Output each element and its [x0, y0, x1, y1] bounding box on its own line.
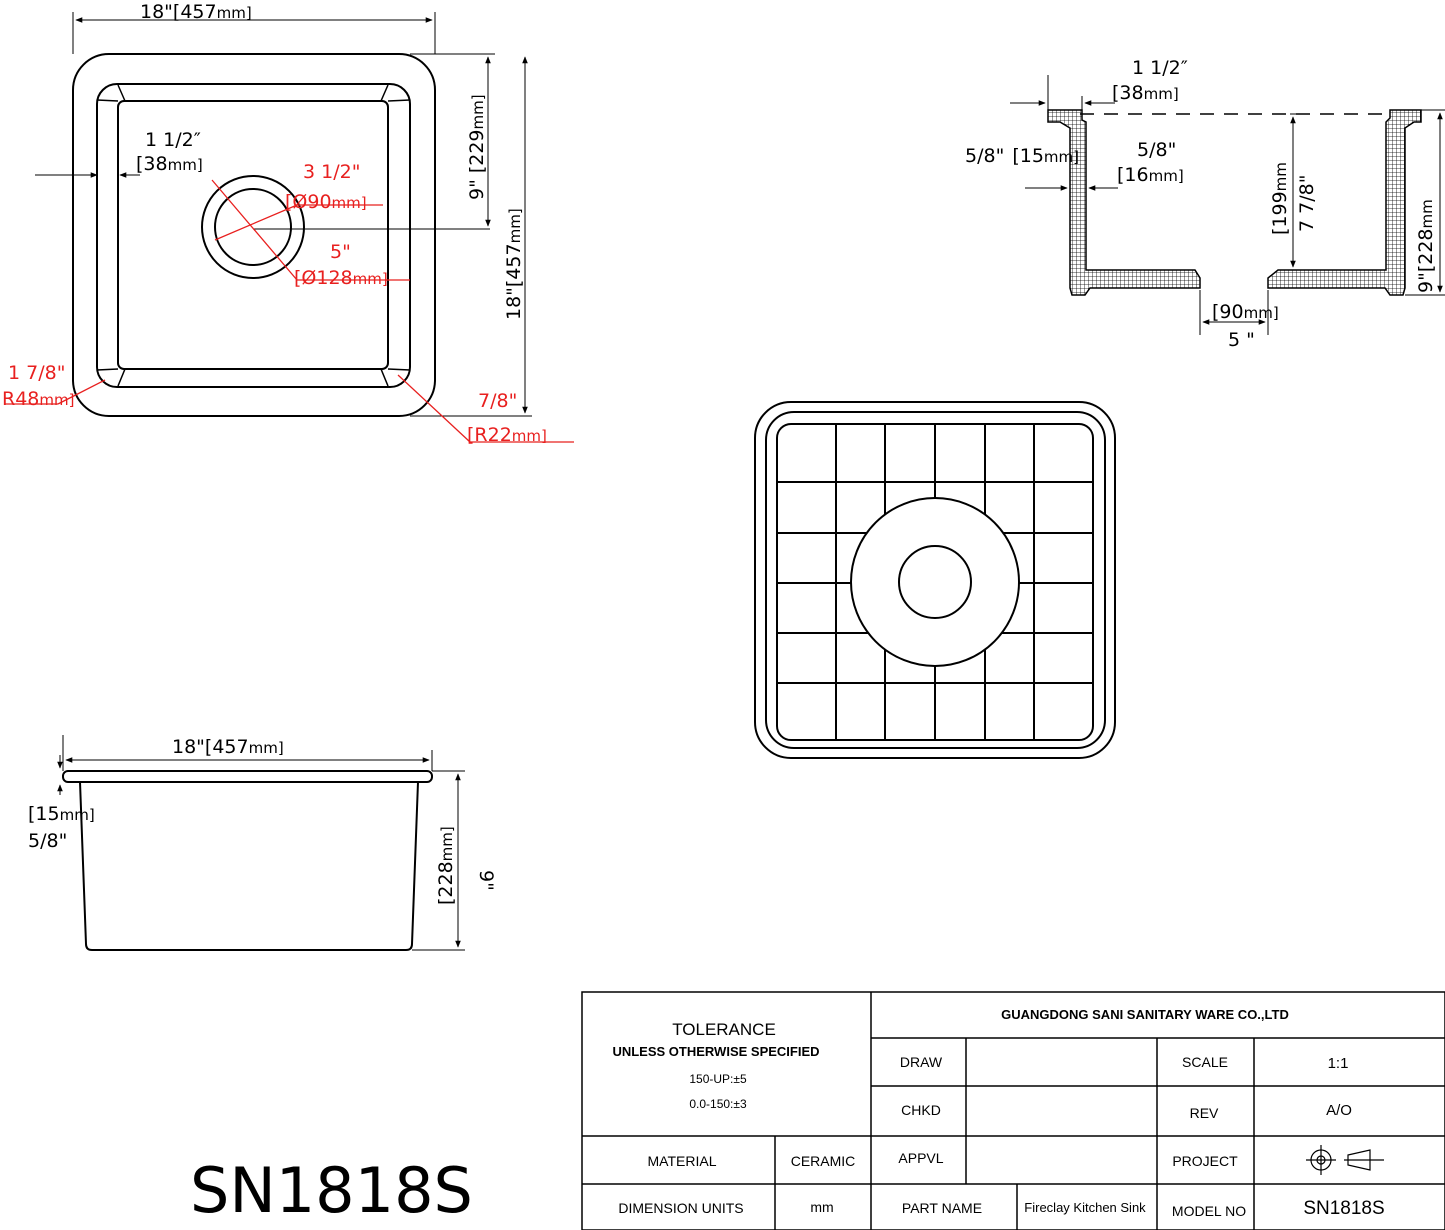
side-width-label: 18"[457mm] — [172, 736, 284, 758]
wall-thickness-label: 5/8"[15mm] — [965, 145, 1079, 167]
tolerance-line-1: 150-UP:±5 — [689, 1072, 747, 1086]
title-block: TOLERANCE UNLESS OTHERWISE SPECIFIED 150… — [581, 991, 1445, 1230]
part-name-value: Fireclay Kitchen Sink — [1024, 1200, 1146, 1215]
section-right-wall — [1267, 109, 1422, 296]
half-height-label: 9"[229mm] — [466, 94, 488, 200]
model-label: SN1818S — [190, 1154, 473, 1227]
section-view — [1010, 75, 1445, 335]
side-rim-mm: [15mm] — [28, 803, 95, 825]
top-view-leaders — [5, 179, 574, 443]
section-left-wall — [1047, 109, 1201, 296]
flange-diameter-in: 5" — [330, 241, 351, 263]
side-view — [57, 735, 465, 951]
side-rim-in: 5/8" — [28, 830, 67, 852]
drain-flange-circle — [201, 175, 305, 279]
side-height-in: 9" — [475, 870, 497, 891]
side-thickness-in: 5/8" — [1137, 139, 1176, 161]
part-name-label: PART NAME — [902, 1200, 982, 1216]
top-offset-in: 1 1/2″ — [145, 129, 201, 151]
tolerance-line-2: 0.0-150:±3 — [689, 1097, 747, 1111]
sink-outer-outline — [72, 53, 436, 417]
grid-view — [754, 401, 1116, 759]
draw-label: DRAW — [900, 1054, 943, 1070]
outer-radius-mm: R48mm] — [2, 388, 74, 410]
side-rim — [62, 770, 433, 783]
grid-drain-hole — [898, 545, 972, 619]
flange-diameter-mm: [Ø128mm] — [294, 267, 388, 289]
model-no-label: MODEL NO — [1172, 1203, 1246, 1219]
model-no-value: SN1818S — [1303, 1198, 1384, 1219]
side-thickness-mm: [16mm] — [1117, 164, 1184, 186]
drain-hole-circle — [214, 188, 292, 266]
chkd-label: CHKD — [901, 1102, 941, 1118]
company-name: GUANGDONG SANI SANITARY WARE CO.,LTD — [1001, 1007, 1289, 1022]
tolerance-title: TOLERANCE — [672, 1020, 776, 1039]
inner-radius-mm: [R22mm] — [467, 424, 547, 446]
full-height-label: 18"[457mm] — [503, 208, 525, 320]
grid-outer-outline — [754, 401, 1116, 759]
inner-radius-in: 7/8" — [478, 390, 517, 412]
rim-width-in: 1 1/2″ — [1132, 57, 1188, 79]
appvl-label: APPVL — [898, 1150, 943, 1166]
section-drain-mm: [90mm] — [1212, 301, 1279, 323]
projection-symbol-icon — [1306, 1145, 1384, 1175]
rev-value: A/O — [1326, 1102, 1352, 1119]
sink-basin-outline — [117, 100, 389, 370]
grid-rim-outline — [765, 411, 1106, 749]
top-width-label: 18"[457mm] — [140, 1, 252, 23]
top-view — [35, 12, 532, 417]
total-depth-label: 9"[228mm — [1415, 199, 1437, 293]
sink-rim-inner-outline — [96, 83, 411, 388]
outer-radius-in: 1 7/8" — [8, 362, 65, 384]
inner-depth-mm: [199mm — [1269, 162, 1291, 235]
dimension-units-label: DIMENSION UNITS — [618, 1200, 743, 1216]
top-offset-mm: [38mm] — [136, 153, 203, 175]
tolerance-subtitle: UNLESS OTHERWISE SPECIFIED — [612, 1044, 819, 1059]
scale-label: SCALE — [1182, 1054, 1228, 1070]
material-label: MATERIAL — [648, 1153, 717, 1169]
side-body — [79, 781, 419, 951]
material-value: CERAMIC — [791, 1153, 856, 1169]
rim-width-mm: [38mm] — [1112, 82, 1179, 104]
rev-label: REV — [1190, 1105, 1219, 1121]
inner-depth-in: 7 7/8" — [1296, 175, 1318, 232]
drain-diameter-mm: [Ø90mm] — [285, 191, 367, 213]
scale-value: 1:1 — [1328, 1055, 1349, 1072]
section-drain-in: 5 " — [1228, 329, 1255, 351]
project-label: PROJECT — [1172, 1153, 1238, 1169]
dimension-units-value: mm — [810, 1199, 833, 1215]
side-height-mm: [228mm] — [435, 826, 457, 905]
drain-diameter-in: 3 1/2" — [303, 161, 360, 183]
